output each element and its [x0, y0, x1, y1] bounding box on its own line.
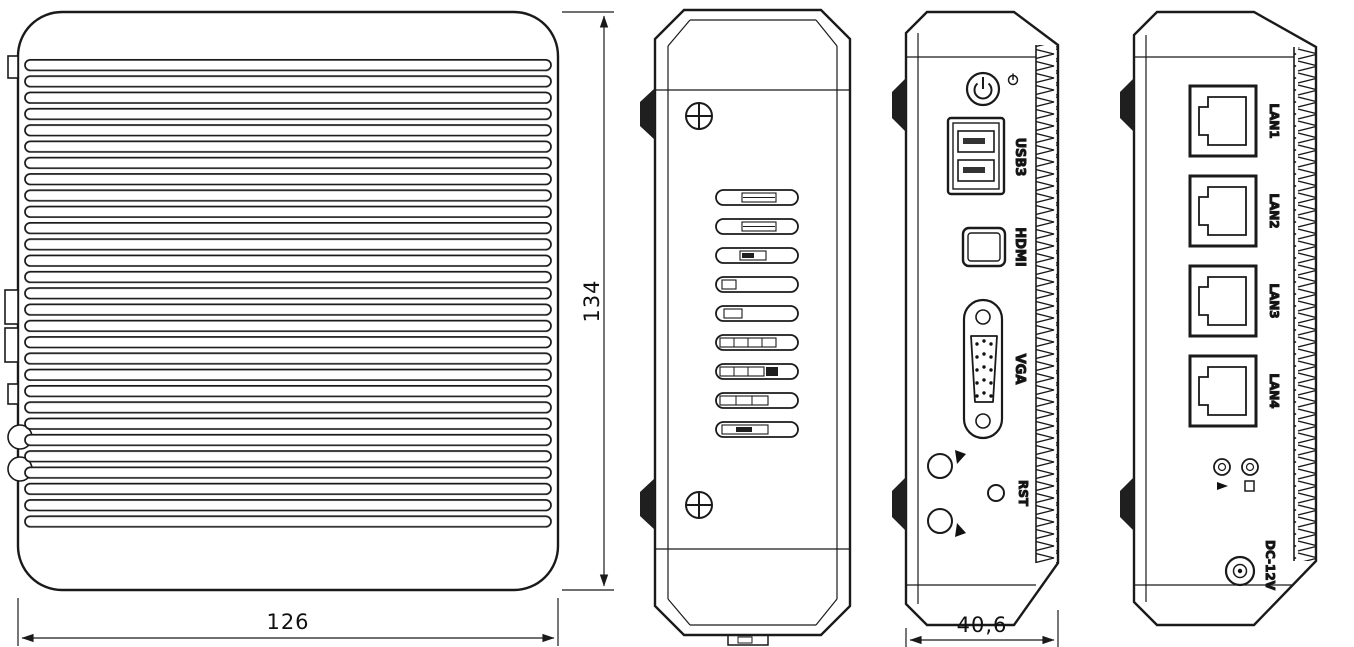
reset-label: RST: [1016, 480, 1030, 507]
dc-jack: [1224, 555, 1256, 587]
usb-port: [946, 116, 1006, 196]
bottom-tab: [727, 634, 769, 646]
front-view-inner-walls: [906, 33, 1036, 604]
vga-pins: [975, 339, 993, 398]
lan-port-4: [1188, 354, 1258, 428]
vga-port: [962, 298, 1004, 440]
led-status-icon: [1244, 480, 1255, 492]
led-indicator-left: [1213, 458, 1231, 476]
lan3-label: LAN3: [1267, 283, 1281, 318]
reset-button: [987, 484, 1005, 502]
mount-bracket-top: [640, 88, 655, 140]
dim-height-label: 134: [580, 279, 604, 322]
side-view: [640, 8, 852, 646]
antenna-hole-top: [927, 453, 953, 479]
hdmi-label: HDMI: [1012, 227, 1027, 266]
antenna-marker-icon-bottom: [955, 523, 966, 537]
dc-label: DC-12V: [1263, 540, 1277, 591]
heatsink-fins: [24, 57, 552, 530]
heatsink-fin-edge: [1036, 45, 1058, 563]
dimension-height: 134: [562, 11, 614, 591]
lan1-label: LAN1: [1267, 103, 1281, 138]
power-button: [965, 71, 1001, 107]
dim-width-label: 126: [266, 610, 309, 634]
usb-label: USB3: [1012, 138, 1027, 177]
lan2-label: LAN2: [1267, 193, 1281, 228]
mount-bracket-bottom: [892, 477, 906, 531]
screw-top: [685, 102, 713, 130]
dimension-width: 126: [17, 598, 559, 646]
mount-bracket-bottom: [640, 478, 655, 530]
led-activity-icon: [1217, 482, 1228, 490]
dimension-depth: 40,6: [905, 610, 1059, 647]
mount-bracket-bottom: [1120, 477, 1134, 531]
front-io-view: USB3 HDMI VGA RST: [892, 10, 1060, 627]
top-view: [4, 10, 560, 592]
vga-label: VGA: [1012, 354, 1027, 385]
side-view-body: [653, 8, 852, 637]
screw-bottom: [685, 491, 713, 519]
hdmi-port: [961, 226, 1007, 268]
lan-port-2: [1188, 174, 1258, 248]
vent-slots: [715, 189, 799, 438]
power-indicator-icon: [1007, 73, 1019, 86]
led-indicator-right: [1241, 458, 1259, 476]
mount-bracket-top: [892, 78, 906, 132]
lan-port-3: [1188, 264, 1258, 338]
rear-io-view: LAN1 LAN2 LAN3 LAN4: [1120, 10, 1318, 627]
rear-view-body: [1132, 10, 1318, 627]
front-view-body: [904, 10, 1060, 627]
heatsink-fin-edge: [1294, 47, 1316, 561]
power-icon: [973, 77, 993, 100]
rear-view-inner-walls: [1134, 35, 1294, 602]
lan-port-1: [1188, 84, 1258, 158]
dim-depth-label: 40,6: [957, 613, 1008, 637]
antenna-marker-icon-top: [955, 450, 966, 464]
lan4-label: LAN4: [1267, 373, 1281, 408]
antenna-hole-bottom: [927, 508, 953, 534]
mount-bracket-top: [1120, 78, 1134, 132]
side-view-inner-walls: [656, 19, 849, 626]
